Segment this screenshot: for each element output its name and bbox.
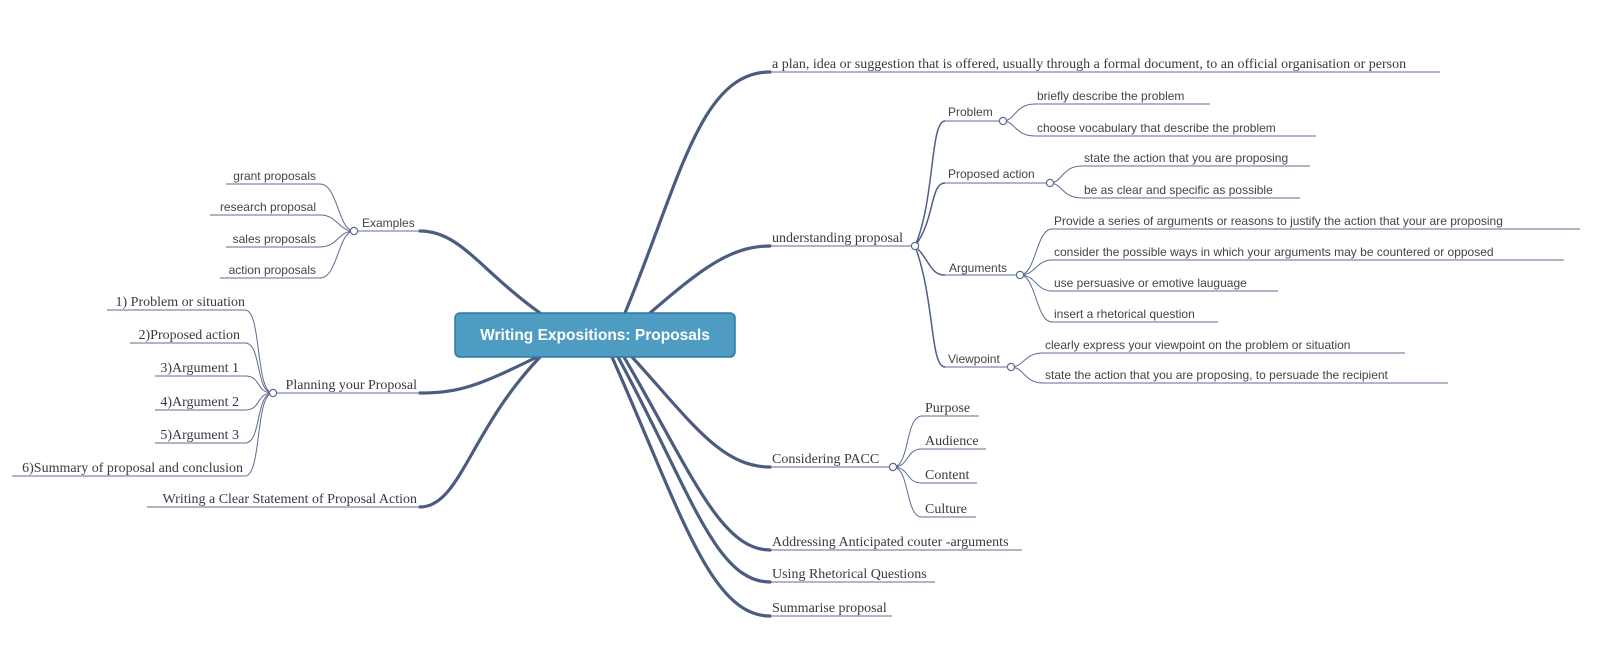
planning-item-5[interactable]: 5)Argument 3 [160, 428, 239, 443]
examples-subbranches [210, 183, 355, 279]
pacc-subbranches [892, 415, 986, 518]
planning-item-1[interactable]: 1) Problem or situation [116, 295, 246, 310]
planning-item-4[interactable]: 4)Argument 2 [160, 395, 239, 410]
main-branches [147, 70, 1440, 618]
arguments-item-2[interactable]: consider the possible ways in which your… [1054, 245, 1494, 259]
branch-definition [623, 70, 772, 315]
planning-item-6[interactable]: 6)Summary of proposal and conclusion [22, 461, 243, 476]
examples-topic[interactable]: Examples [362, 216, 415, 230]
central-topic[interactable]: Writing Expositions: Proposals [454, 312, 736, 358]
arguments-item-4[interactable]: insert a rhetorical question [1054, 307, 1195, 321]
viewpoint-item-1[interactable]: clearly express your viewpoint on the pr… [1045, 338, 1350, 352]
proposed-action-item-1[interactable]: state the action that you are proposing [1084, 151, 1288, 165]
arguments-item-3[interactable]: use persuasive or emotive lauguage [1054, 276, 1247, 290]
proposed-action-item-2[interactable]: be as clear and specific as possible [1084, 183, 1273, 197]
definition-topic[interactable]: a plan, idea or suggestion that is offer… [772, 57, 1406, 72]
branch-pacc [630, 355, 772, 469]
problem-item-1[interactable]: briefly describe the problem [1037, 89, 1184, 103]
planning-topic[interactable]: Planning your Proposal [286, 378, 418, 393]
collapse-node-arguments[interactable] [1015, 270, 1025, 280]
clear-statement-topic[interactable]: Writing a Clear Statement of Proposal Ac… [163, 492, 418, 507]
collapse-node-viewpoint[interactable] [1006, 362, 1016, 372]
proposed-action-topic[interactable]: Proposed action [948, 167, 1035, 181]
understanding-topic[interactable]: understanding proposal [772, 231, 903, 246]
branch-planning [418, 355, 539, 395]
collapse-node-understanding[interactable] [910, 241, 920, 251]
counter-arguments-topic[interactable]: Addressing Anticipated couter -arguments [772, 535, 1009, 550]
collapse-node-examples[interactable] [349, 226, 359, 236]
pacc-item-audience[interactable]: Audience [925, 434, 979, 449]
example-item-2[interactable]: research proposal [220, 200, 316, 214]
arguments-item-1[interactable]: Provide a series of arguments or reasons… [1054, 214, 1503, 228]
arguments-topic[interactable]: Arguments [949, 261, 1007, 275]
problem-topic[interactable]: Problem [948, 105, 993, 119]
branch-summarise [610, 355, 772, 618]
pacc-topic[interactable]: Considering PACC [772, 452, 879, 467]
central-topic-box[interactable] [454, 312, 736, 358]
planning-item-2[interactable]: 2)Proposed action [139, 328, 240, 343]
collapse-node-pacc[interactable] [888, 462, 898, 472]
example-item-3[interactable]: sales proposals [233, 232, 316, 246]
problem-item-2[interactable]: choose vocabulary that describe the prob… [1037, 121, 1276, 135]
branch-rhetorical [616, 355, 772, 584]
central-topic-label: Writing Expositions: Proposals [480, 327, 710, 344]
planning-subbranches [12, 309, 274, 477]
example-item-1[interactable]: grant proposals [233, 169, 316, 183]
example-item-4[interactable]: action proposals [229, 263, 316, 277]
connector-nodes [268, 116, 1055, 472]
branch-counter [622, 355, 772, 552]
collapse-node-planning[interactable] [268, 388, 278, 398]
viewpoint-topic[interactable]: Viewpoint [948, 352, 1000, 366]
branch-statement [418, 355, 542, 509]
branch-understanding [648, 244, 772, 315]
pacc-item-content[interactable]: Content [925, 468, 969, 483]
collapse-node-problem[interactable] [998, 116, 1008, 126]
summarise-topic[interactable]: Summarise proposal [772, 601, 887, 616]
branch-examples [418, 229, 542, 315]
collapse-node-proposed-action[interactable] [1045, 178, 1055, 188]
planning-item-3[interactable]: 3)Argument 1 [160, 361, 239, 376]
pacc-item-culture[interactable]: Culture [925, 502, 967, 517]
rhetorical-questions-topic[interactable]: Using Rhetorical Questions [772, 567, 927, 582]
viewpoint-item-2[interactable]: state the action that you are proposing,… [1045, 368, 1389, 382]
pacc-item-purpose[interactable]: Purpose [925, 401, 970, 416]
